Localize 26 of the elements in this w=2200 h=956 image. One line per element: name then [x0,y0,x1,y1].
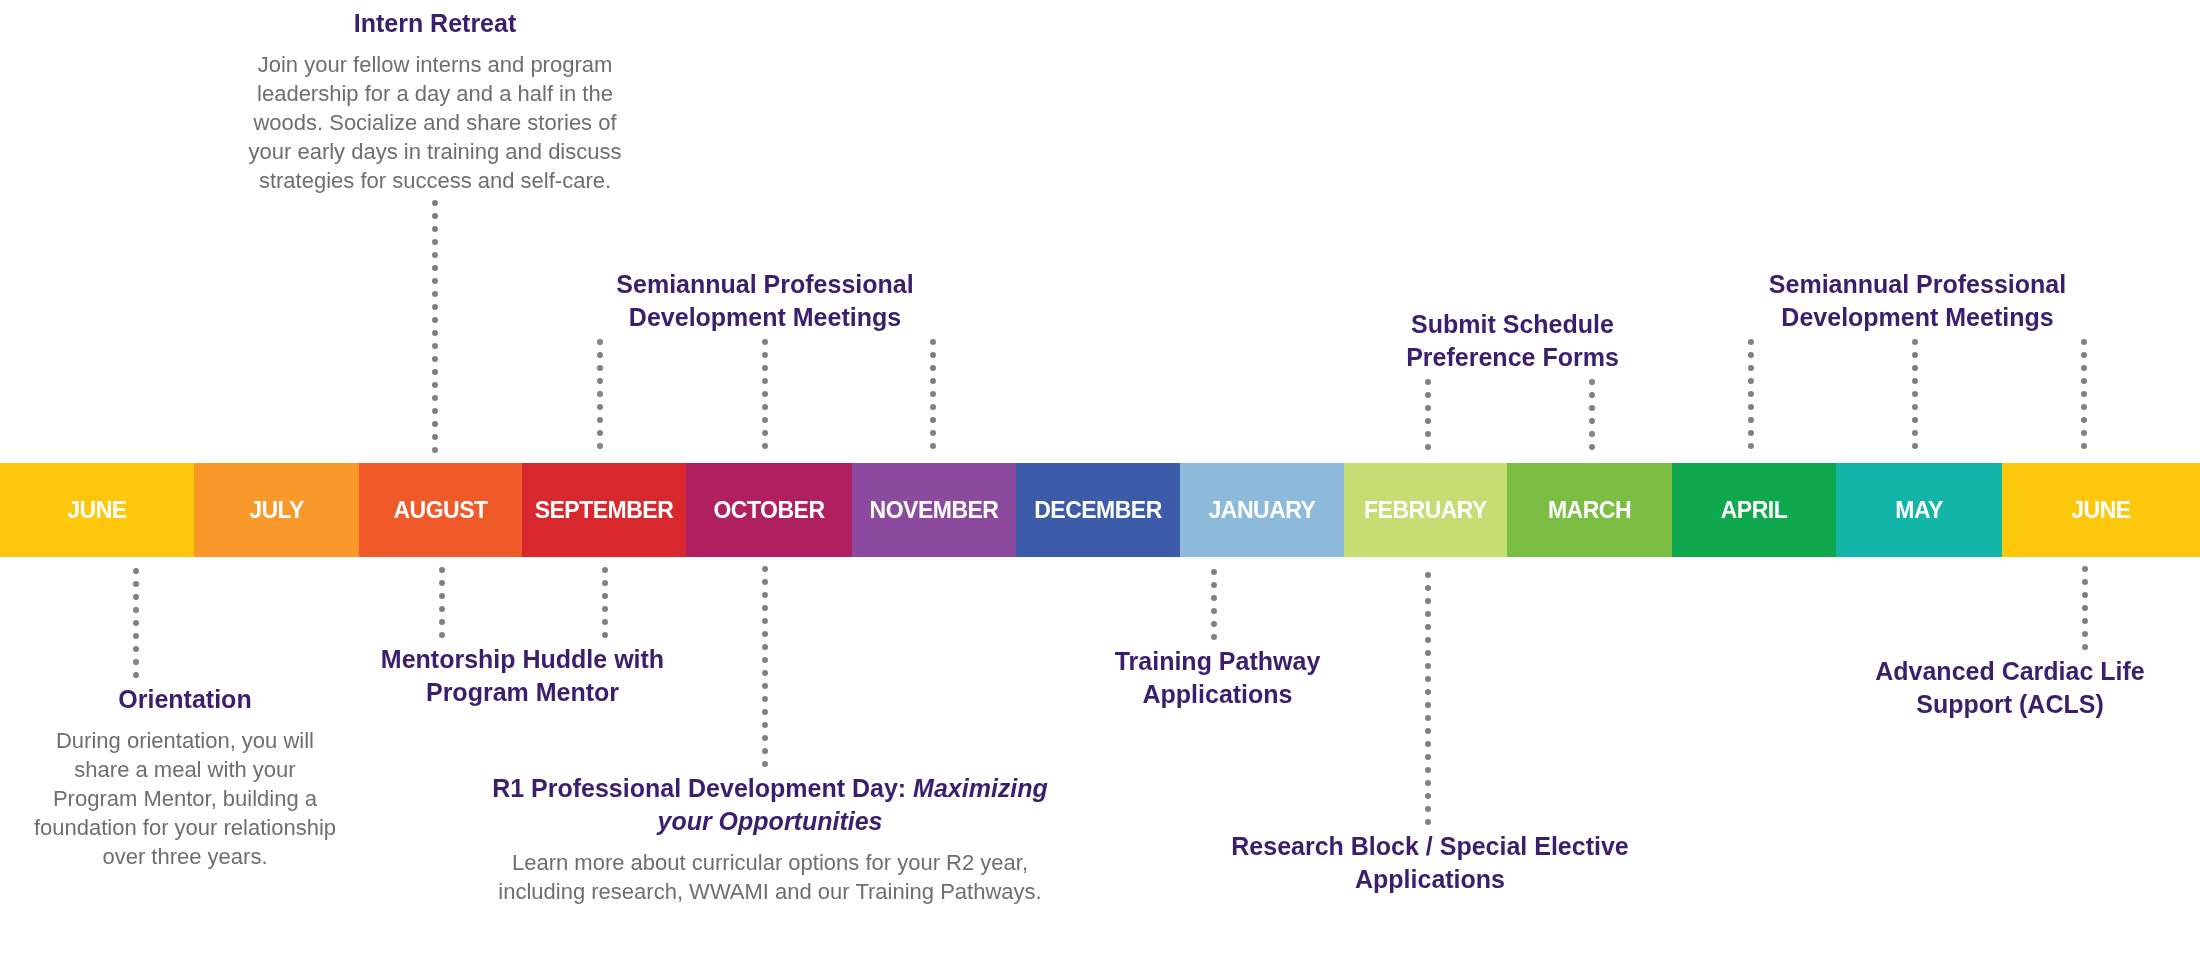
month-band: SEPTEMBER [522,463,686,557]
month-band: JULY [194,463,359,557]
month-band: MAY [1836,463,2002,557]
event-title: R1 Professional Development Day: Maximizing your Opportunities [491,773,1049,837]
event-description: Join your fellow interns and program leadership for a day and a half in the woods. Socialize and share stories of your early days in training and discuss strategies for success and self-care. [247,51,623,195]
event-title: Submit Schedule Preference Forms [1405,309,1620,373]
event-title: Training Pathway Applications [1113,646,1322,710]
month-band: DECEMBER [1016,463,1180,557]
event-title: Semiannual Professional Development Meetings [615,269,915,333]
event-title: Semiannual Professional Development Meetings [1767,269,2068,333]
event-description: During orientation, you will share a meal with your Program Mentor, building a foundation for your relationship over three years. [32,727,338,871]
month-band: APRIL [1672,463,1836,557]
event-title: Research Block / Special Elective Applications [1230,831,1630,895]
event-title: Intern Retreat [352,8,518,39]
event-title: Mentorship Huddle with Program Mentor [379,644,666,708]
month-band: MARCH [1507,463,1672,557]
month-band: JANUARY [1180,463,1344,557]
event-description: Learn more about curricular options for your R2 year, including research, WWAMI and our Training Pathways. [497,849,1043,906]
month-band: JUNE [2002,463,2200,557]
month-band: JUNE [0,463,194,557]
month-band: OCTOBER [686,463,852,557]
event-title: Advanced Cardiac Life Support (ACLS) [1874,656,2146,720]
month-band: NOVEMBER [852,463,1016,557]
event-title: Orientation [117,684,253,715]
month-band: AUGUST [359,463,522,557]
month-band: FEBRUARY [1344,463,1507,557]
